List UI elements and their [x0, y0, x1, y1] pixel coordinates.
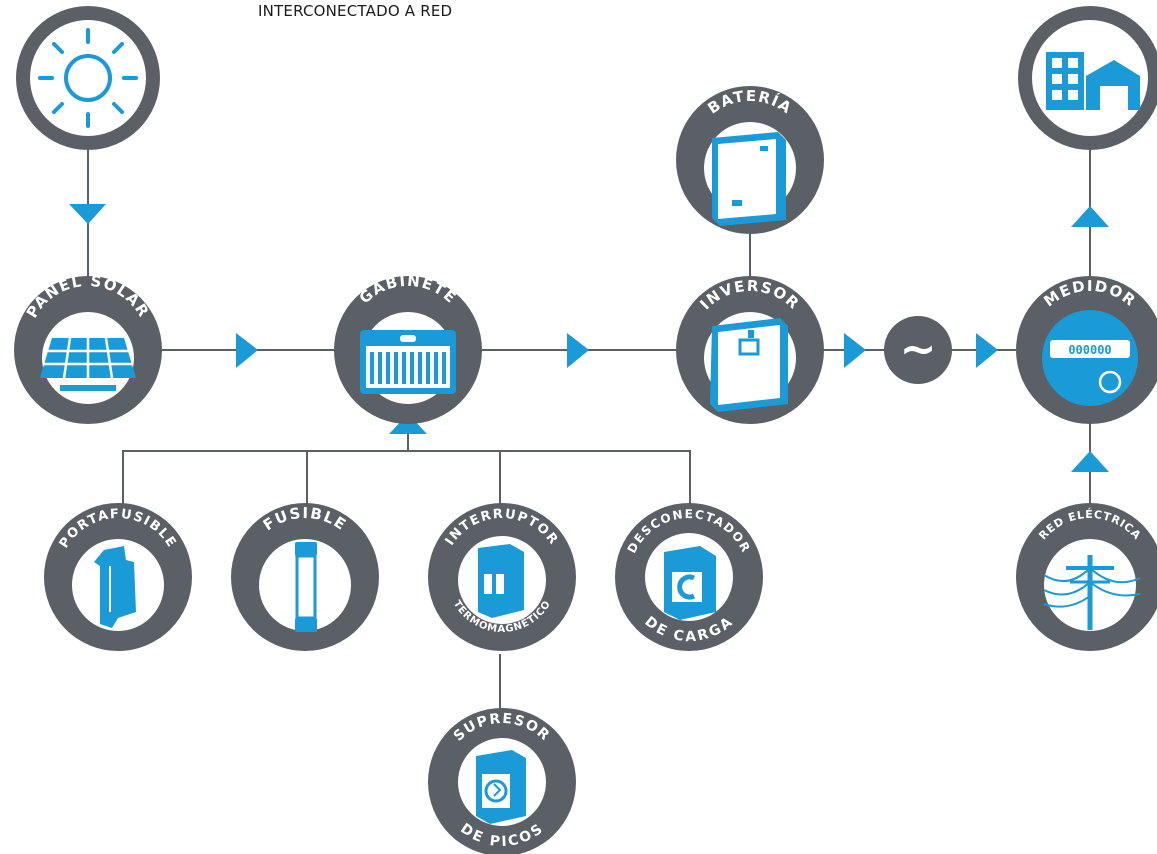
arrow-right-icon — [976, 333, 998, 368]
arrow-right-icon — [236, 333, 258, 368]
bateria-node: BATERÍA — [676, 86, 824, 234]
gabinete-node: GABINETE — [334, 272, 482, 424]
battery-icon — [712, 132, 786, 226]
building-node — [1018, 6, 1157, 150]
arrow-up-icon — [1071, 206, 1109, 227]
arrow-down-icon — [69, 204, 106, 224]
solar-panel-icon — [40, 337, 136, 391]
desconectador-node: DESCONECTADOR DE CARGA — [615, 503, 763, 651]
meter-dial-icon — [1098, 370, 1122, 394]
cabinet-icon — [360, 330, 456, 394]
arrow-right-icon — [844, 333, 866, 368]
red-electrica-node: RED ELÉCTRICA — [1016, 503, 1157, 651]
load-disconnect-icon — [664, 546, 716, 620]
medidor-node: 000000 MEDIDOR — [1016, 276, 1157, 424]
arrow-up-icon — [1071, 451, 1109, 472]
diagram-title: INTERCONECTADO A RED — [258, 2, 453, 20]
inversor-node: INVERSOR — [676, 276, 824, 424]
ac-symbol-icon: ~ — [900, 324, 937, 375]
power-pole-icon — [1043, 555, 1141, 630]
arrow-right-icon — [567, 333, 589, 368]
surge-protector-icon — [476, 750, 526, 824]
fusible-node: FUSIBLE — [231, 503, 379, 651]
breaker-icon — [478, 544, 524, 618]
meter-display: 000000 — [1068, 343, 1111, 357]
sun-node — [16, 6, 160, 150]
inverter-icon — [710, 318, 788, 412]
fuse-icon — [295, 542, 317, 632]
portafusible-node: PORTAFUSIBLE — [44, 503, 192, 651]
sun-icon — [38, 28, 138, 128]
interruptor-node: INTERRUPTOR TERMOMAGNÉTICO — [428, 503, 576, 651]
fuse-holder-icon — [94, 546, 136, 628]
ac-node: ~ — [884, 316, 952, 384]
panel-solar-node: PANEL SOLAR — [14, 272, 162, 424]
supresor-node: SUPRESOR DE PICOS — [428, 708, 576, 854]
building-icon — [1046, 52, 1140, 110]
